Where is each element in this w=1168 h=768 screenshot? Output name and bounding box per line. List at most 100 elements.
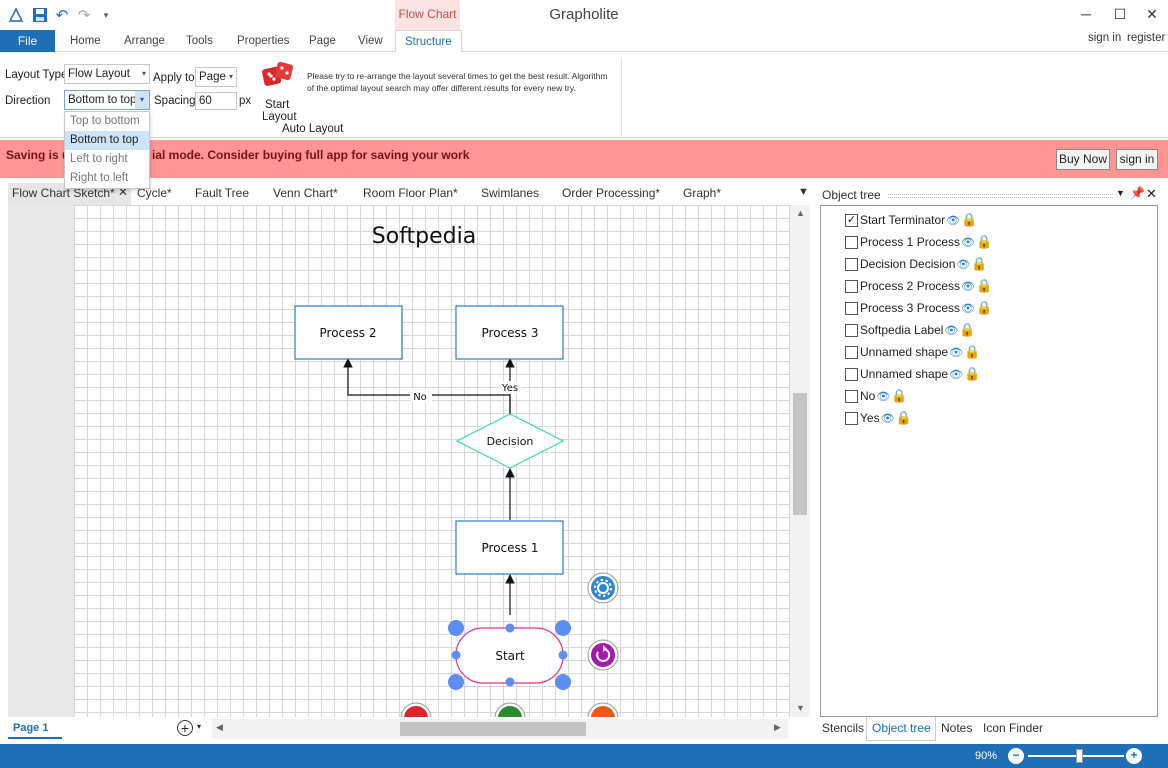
scroll-down-icon[interactable]: ▼: [796, 703, 805, 713]
process-2-label[interactable]: Process 2: [320, 326, 377, 340]
diagram-svg[interactable]: Softpedia No Yes Process 2 Process 3 Dec…: [8, 205, 790, 717]
save-icon[interactable]: [30, 5, 50, 25]
eye-icon[interactable]: 👁: [876, 390, 891, 403]
direction-option-top-to-bottom[interactable]: Top to bottom: [70, 115, 140, 127]
diagram-title[interactable]: Softpedia: [372, 224, 476, 249]
yes-label[interactable]: Yes: [501, 383, 518, 394]
close-icon[interactable]: ✕: [1146, 6, 1158, 22]
tab-home[interactable]: Home: [70, 35, 101, 47]
tab-swimlanes[interactable]: Swimlanes: [481, 186, 540, 200]
apply-to-select[interactable]: Page ▾: [195, 67, 237, 87]
tab-object-tree[interactable]: Object tree: [866, 717, 936, 741]
tab-view[interactable]: View: [358, 35, 383, 47]
sign-in-link[interactable]: sign in: [1088, 32, 1122, 44]
process-1-label[interactable]: Process 1: [482, 541, 539, 555]
tab-stencils[interactable]: Stencils: [822, 721, 865, 735]
tab-properties[interactable]: Properties: [237, 35, 290, 47]
close-icon[interactable]: ✕: [118, 185, 129, 199]
tab-page[interactable]: Page: [309, 35, 336, 47]
checkbox[interactable]: [845, 367, 858, 381]
panel-grip[interactable]: [888, 194, 1113, 198]
tree-item-no[interactable]: No 👁🔒: [845, 387, 908, 405]
tab-cycle[interactable]: Cycle*: [137, 186, 172, 200]
checkbox-checked[interactable]: ✓: [845, 213, 858, 227]
process-3-label[interactable]: Process 3: [482, 326, 539, 340]
vertical-scroll-thumb[interactable]: [793, 393, 807, 515]
tab-venn-chart[interactable]: Venn Chart*: [273, 186, 338, 200]
spacing-input[interactable]: 60: [195, 92, 237, 110]
tab-overflow-icon[interactable]: ▼: [798, 186, 809, 198]
panel-menu-icon[interactable]: ▼: [1116, 188, 1125, 198]
tree-item-decision[interactable]: Decision Decision 👁🔒: [845, 255, 988, 273]
lock-icon[interactable]: 🔒: [961, 212, 978, 227]
checkbox[interactable]: [845, 389, 858, 403]
direction-option-bottom-to-top[interactable]: Bottom to top: [65, 131, 149, 150]
page-grid[interactable]: [74, 205, 790, 717]
connector-decision-process2[interactable]: [343, 358, 511, 415]
banner-sign-in-button[interactable]: sign in: [1116, 149, 1158, 170]
tab-icon-finder[interactable]: Icon Finder: [983, 721, 1044, 735]
copy-icon[interactable]: [587, 702, 619, 717]
undo-icon[interactable]: ↶: [55, 7, 69, 24]
process-2-shape[interactable]: [294, 305, 403, 360]
customize-icon[interactable]: ▾: [103, 9, 109, 20]
maximize-icon[interactable]: ☐: [1113, 6, 1127, 22]
chevron-down-icon[interactable]: ▾: [197, 722, 202, 731]
start-label[interactable]: Start: [495, 649, 525, 663]
zoom-in-icon[interactable]: +: [1126, 748, 1142, 764]
tab-graph[interactable]: Graph*: [683, 186, 722, 200]
tab-order-processing[interactable]: Order Processing*: [562, 186, 661, 200]
settings-icon[interactable]: [587, 572, 619, 604]
no-label[interactable]: No: [413, 392, 427, 403]
lock-icon[interactable]: 🔒: [964, 366, 981, 381]
decision-label[interactable]: Decision: [487, 435, 534, 448]
checkbox[interactable]: [845, 345, 858, 359]
tree-item-process-3[interactable]: Process 3 Process 👁🔒: [845, 299, 992, 317]
eye-icon[interactable]: 👁: [956, 258, 971, 271]
add-page-icon[interactable]: +: [177, 720, 193, 736]
selection-handles[interactable]: [448, 620, 571, 690]
decision-shape[interactable]: [455, 413, 565, 469]
scroll-up-icon[interactable]: ▲: [796, 208, 805, 218]
tree-item-start-terminator[interactable]: ✓ Start Terminator 👁🔒: [845, 211, 977, 229]
tab-file[interactable]: File: [0, 30, 55, 52]
eye-icon[interactable]: 👁: [880, 412, 895, 425]
tab-fault-tree[interactable]: Fault Tree: [195, 186, 250, 200]
register-link[interactable]: register: [1127, 32, 1166, 44]
lock-icon[interactable]: 🔒: [964, 344, 981, 359]
eye-icon[interactable]: 👁: [949, 368, 964, 381]
lock-icon[interactable]: 🔒: [976, 300, 993, 315]
lock-icon[interactable]: 🔒: [895, 410, 912, 425]
lock-icon[interactable]: 🔒: [976, 234, 993, 249]
checkbox[interactable]: [845, 411, 858, 425]
start-layout-button[interactable]: Start Layout: [258, 58, 298, 123]
tab-structure[interactable]: Structure: [395, 30, 462, 53]
tab-room-floor-plan[interactable]: Room Floor Plan*: [363, 186, 458, 200]
buy-now-button[interactable]: Buy Now: [1056, 149, 1110, 170]
eye-icon[interactable]: 👁: [961, 280, 976, 293]
process-1-shape[interactable]: [455, 520, 564, 575]
horizontal-scrollbar[interactable]: ◀ ▶: [212, 719, 788, 739]
process-3-shape[interactable]: [455, 305, 564, 360]
lock-icon[interactable]: 🔒: [959, 322, 976, 337]
rotate-icon[interactable]: [587, 639, 619, 671]
tree-item-unnamed-shape-2[interactable]: Unnamed shape 👁🔒: [845, 365, 980, 383]
eye-icon[interactable]: 👁: [946, 214, 961, 227]
eye-icon[interactable]: 👁: [961, 302, 976, 315]
redo-icon[interactable]: ↷: [77, 7, 91, 24]
layout-type-select[interactable]: Flow Layout ▾: [64, 64, 150, 84]
tab-tools[interactable]: Tools: [186, 35, 213, 47]
canvas-area[interactable]: Softpedia No Yes Process 2 Process 3 Dec…: [8, 205, 790, 717]
minimize-icon[interactable]: ─: [1081, 6, 1091, 22]
eye-icon[interactable]: 👁: [944, 324, 959, 337]
panel-close-icon[interactable]: ✕: [1146, 186, 1157, 201]
eye-icon[interactable]: 👁: [949, 346, 964, 359]
lock-icon[interactable]: 🔒: [971, 256, 988, 271]
lock-icon[interactable]: 🔒: [976, 278, 993, 293]
direction-option-right-to-left[interactable]: Right to left: [70, 172, 129, 184]
checkbox[interactable]: [845, 301, 858, 315]
page-tab-1[interactable]: Page 1: [8, 717, 62, 739]
tree-item-process-1[interactable]: Process 1 Process 👁🔒: [845, 233, 992, 251]
tree-item-process-2[interactable]: Process 2 Process 👁🔒: [845, 277, 992, 295]
checkbox[interactable]: [845, 235, 858, 249]
